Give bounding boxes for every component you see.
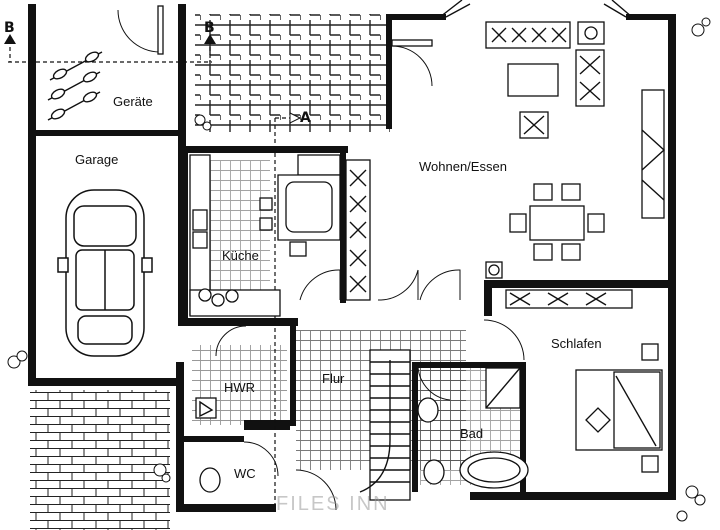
section-b-right: B — [204, 20, 215, 36]
room-label-flur: Flur — [322, 371, 345, 386]
bicycle-icon — [47, 51, 103, 121]
stairs-icon — [359, 349, 411, 501]
room-label-kueche: Küche — [222, 248, 259, 263]
paving-terrace — [195, 14, 390, 132]
kitchen-counter — [189, 154, 371, 317]
plant-icon — [7, 17, 711, 522]
room-label-schlafen: Schlafen — [551, 336, 602, 351]
room-label-geraete: Geräte — [113, 94, 153, 109]
bay-window — [445, 3, 627, 18]
section-b-left: B — [4, 20, 15, 36]
room-label-wohnen: Wohnen/Essen — [419, 159, 507, 174]
car-icon — [57, 189, 153, 357]
watermark: FILES INN — [276, 493, 390, 515]
terrace-door — [391, 39, 433, 47]
living-furniture — [485, 21, 666, 279]
walls — [28, 4, 676, 512]
paving-entrance — [30, 390, 170, 530]
bedroom-furniture — [505, 289, 663, 473]
garage-door — [117, 9, 161, 53]
room-label-bad: Bad — [460, 426, 483, 441]
room-label-wc: WC — [234, 466, 256, 481]
section-a: A — [300, 110, 311, 126]
room-label-garage: Garage — [75, 152, 118, 167]
kitchen-tiles — [200, 160, 270, 300]
bath-fixtures — [195, 367, 529, 493]
interior-doors — [215, 269, 525, 511]
room-label-hwr: HWR — [224, 380, 255, 395]
